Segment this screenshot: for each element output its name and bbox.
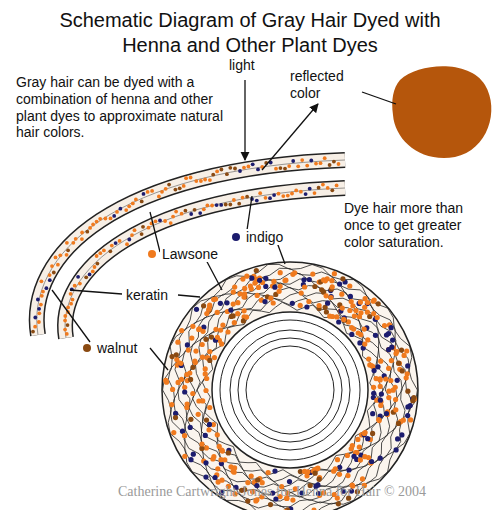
label: Dye hair more than once to get greater c…	[344, 200, 494, 250]
swatch-leader	[362, 92, 396, 104]
dye-callout: indigo	[232, 229, 285, 245]
dye-callout: walnut	[83, 340, 139, 356]
keratin-leader	[178, 295, 200, 297]
watermark: Catherine Cartwright-Jones for Henna for…	[118, 484, 426, 501]
dye-dot	[232, 233, 240, 241]
lawsone-leader	[150, 212, 160, 252]
label: light	[229, 57, 255, 74]
dye-dot	[148, 250, 156, 258]
reflected-arrow	[262, 104, 318, 170]
diagram-title: Schematic Diagram of Gray Hair Dyed with…	[30, 8, 470, 58]
walnut-leader	[150, 348, 168, 370]
dye-name: walnut	[95, 340, 139, 356]
dye-callout: Lawsone	[148, 246, 220, 262]
keratin-leader	[70, 290, 122, 294]
dye-name: Lawsone	[160, 246, 220, 262]
label: keratin	[124, 287, 170, 304]
walnut-leader	[52, 290, 90, 342]
label: Gray hair can be dyed with a combination…	[16, 74, 244, 141]
reflected-color-swatch	[392, 66, 491, 158]
hair-cross-section	[162, 262, 418, 510]
label: reflected color	[290, 68, 364, 102]
lawsone-leader	[205, 258, 222, 290]
dye-dot	[83, 344, 91, 352]
dye-name: indigo	[244, 229, 285, 245]
light-arrow	[244, 80, 245, 160]
